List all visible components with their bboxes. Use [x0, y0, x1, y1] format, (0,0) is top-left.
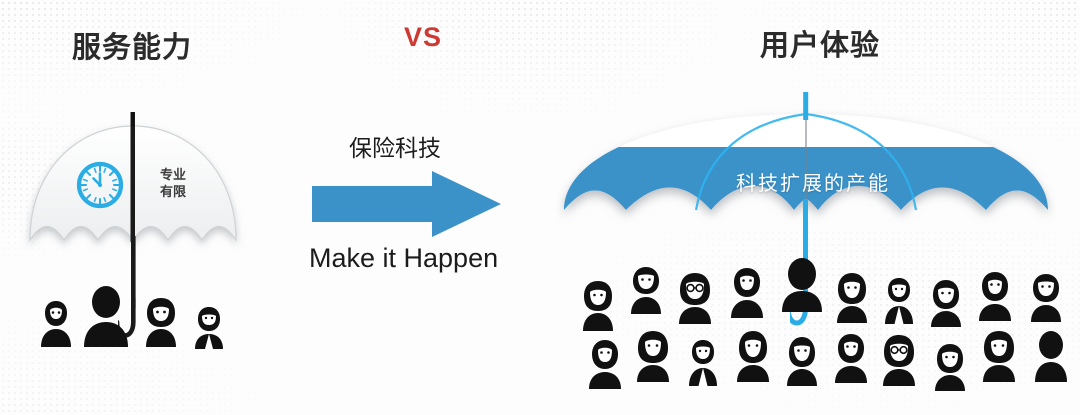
person-icon — [935, 344, 965, 391]
large-blue-umbrella-icon — [564, 92, 1048, 211]
crowd-group-icon — [583, 258, 1067, 391]
person-icon — [885, 278, 913, 324]
person-icon — [979, 272, 1011, 321]
crowd-row — [589, 331, 1067, 391]
vs-label: VS — [404, 22, 443, 52]
person-icon — [1035, 331, 1067, 382]
person-icon — [835, 334, 867, 383]
person-icon — [84, 286, 128, 347]
right-panel-title: 用户体验 — [760, 30, 881, 62]
left-panel-title: 服务能力 — [72, 32, 193, 64]
person-icon — [931, 280, 961, 327]
person-icon — [679, 273, 711, 324]
person-icon — [1031, 274, 1061, 322]
left-umbrella-label-line2: 有限 — [160, 184, 187, 199]
small-white-umbrella-icon — [29, 112, 237, 242]
umbrella-handle-left-icon — [118, 236, 136, 338]
person-icon — [983, 331, 1015, 382]
crowd-row — [583, 258, 1061, 331]
person-icon — [631, 267, 661, 314]
clock-icon — [76, 161, 124, 209]
person-icon — [731, 268, 763, 318]
person-icon — [41, 301, 71, 347]
person-icon — [737, 331, 769, 382]
person-icon — [589, 340, 621, 389]
center-top-label: 保险科技 — [349, 135, 441, 161]
person-icon — [782, 258, 822, 312]
person-icon — [787, 337, 817, 386]
person-icon — [146, 298, 176, 347]
person-icon — [883, 335, 915, 386]
person-icon — [637, 331, 669, 382]
right-arrow-icon — [312, 171, 501, 237]
left-umbrella-label-line1: 专业 — [160, 167, 187, 182]
person-icon — [195, 307, 223, 349]
person-icon — [837, 273, 867, 323]
people-group-icon — [41, 286, 223, 349]
right-umbrella-label: 科技扩展的产能 — [736, 173, 890, 195]
person-icon — [689, 340, 717, 386]
left-umbrella-label: 专业 有限 — [160, 166, 186, 200]
center-bottom-label: Make it Happen — [309, 243, 499, 273]
person-icon — [583, 281, 613, 331]
